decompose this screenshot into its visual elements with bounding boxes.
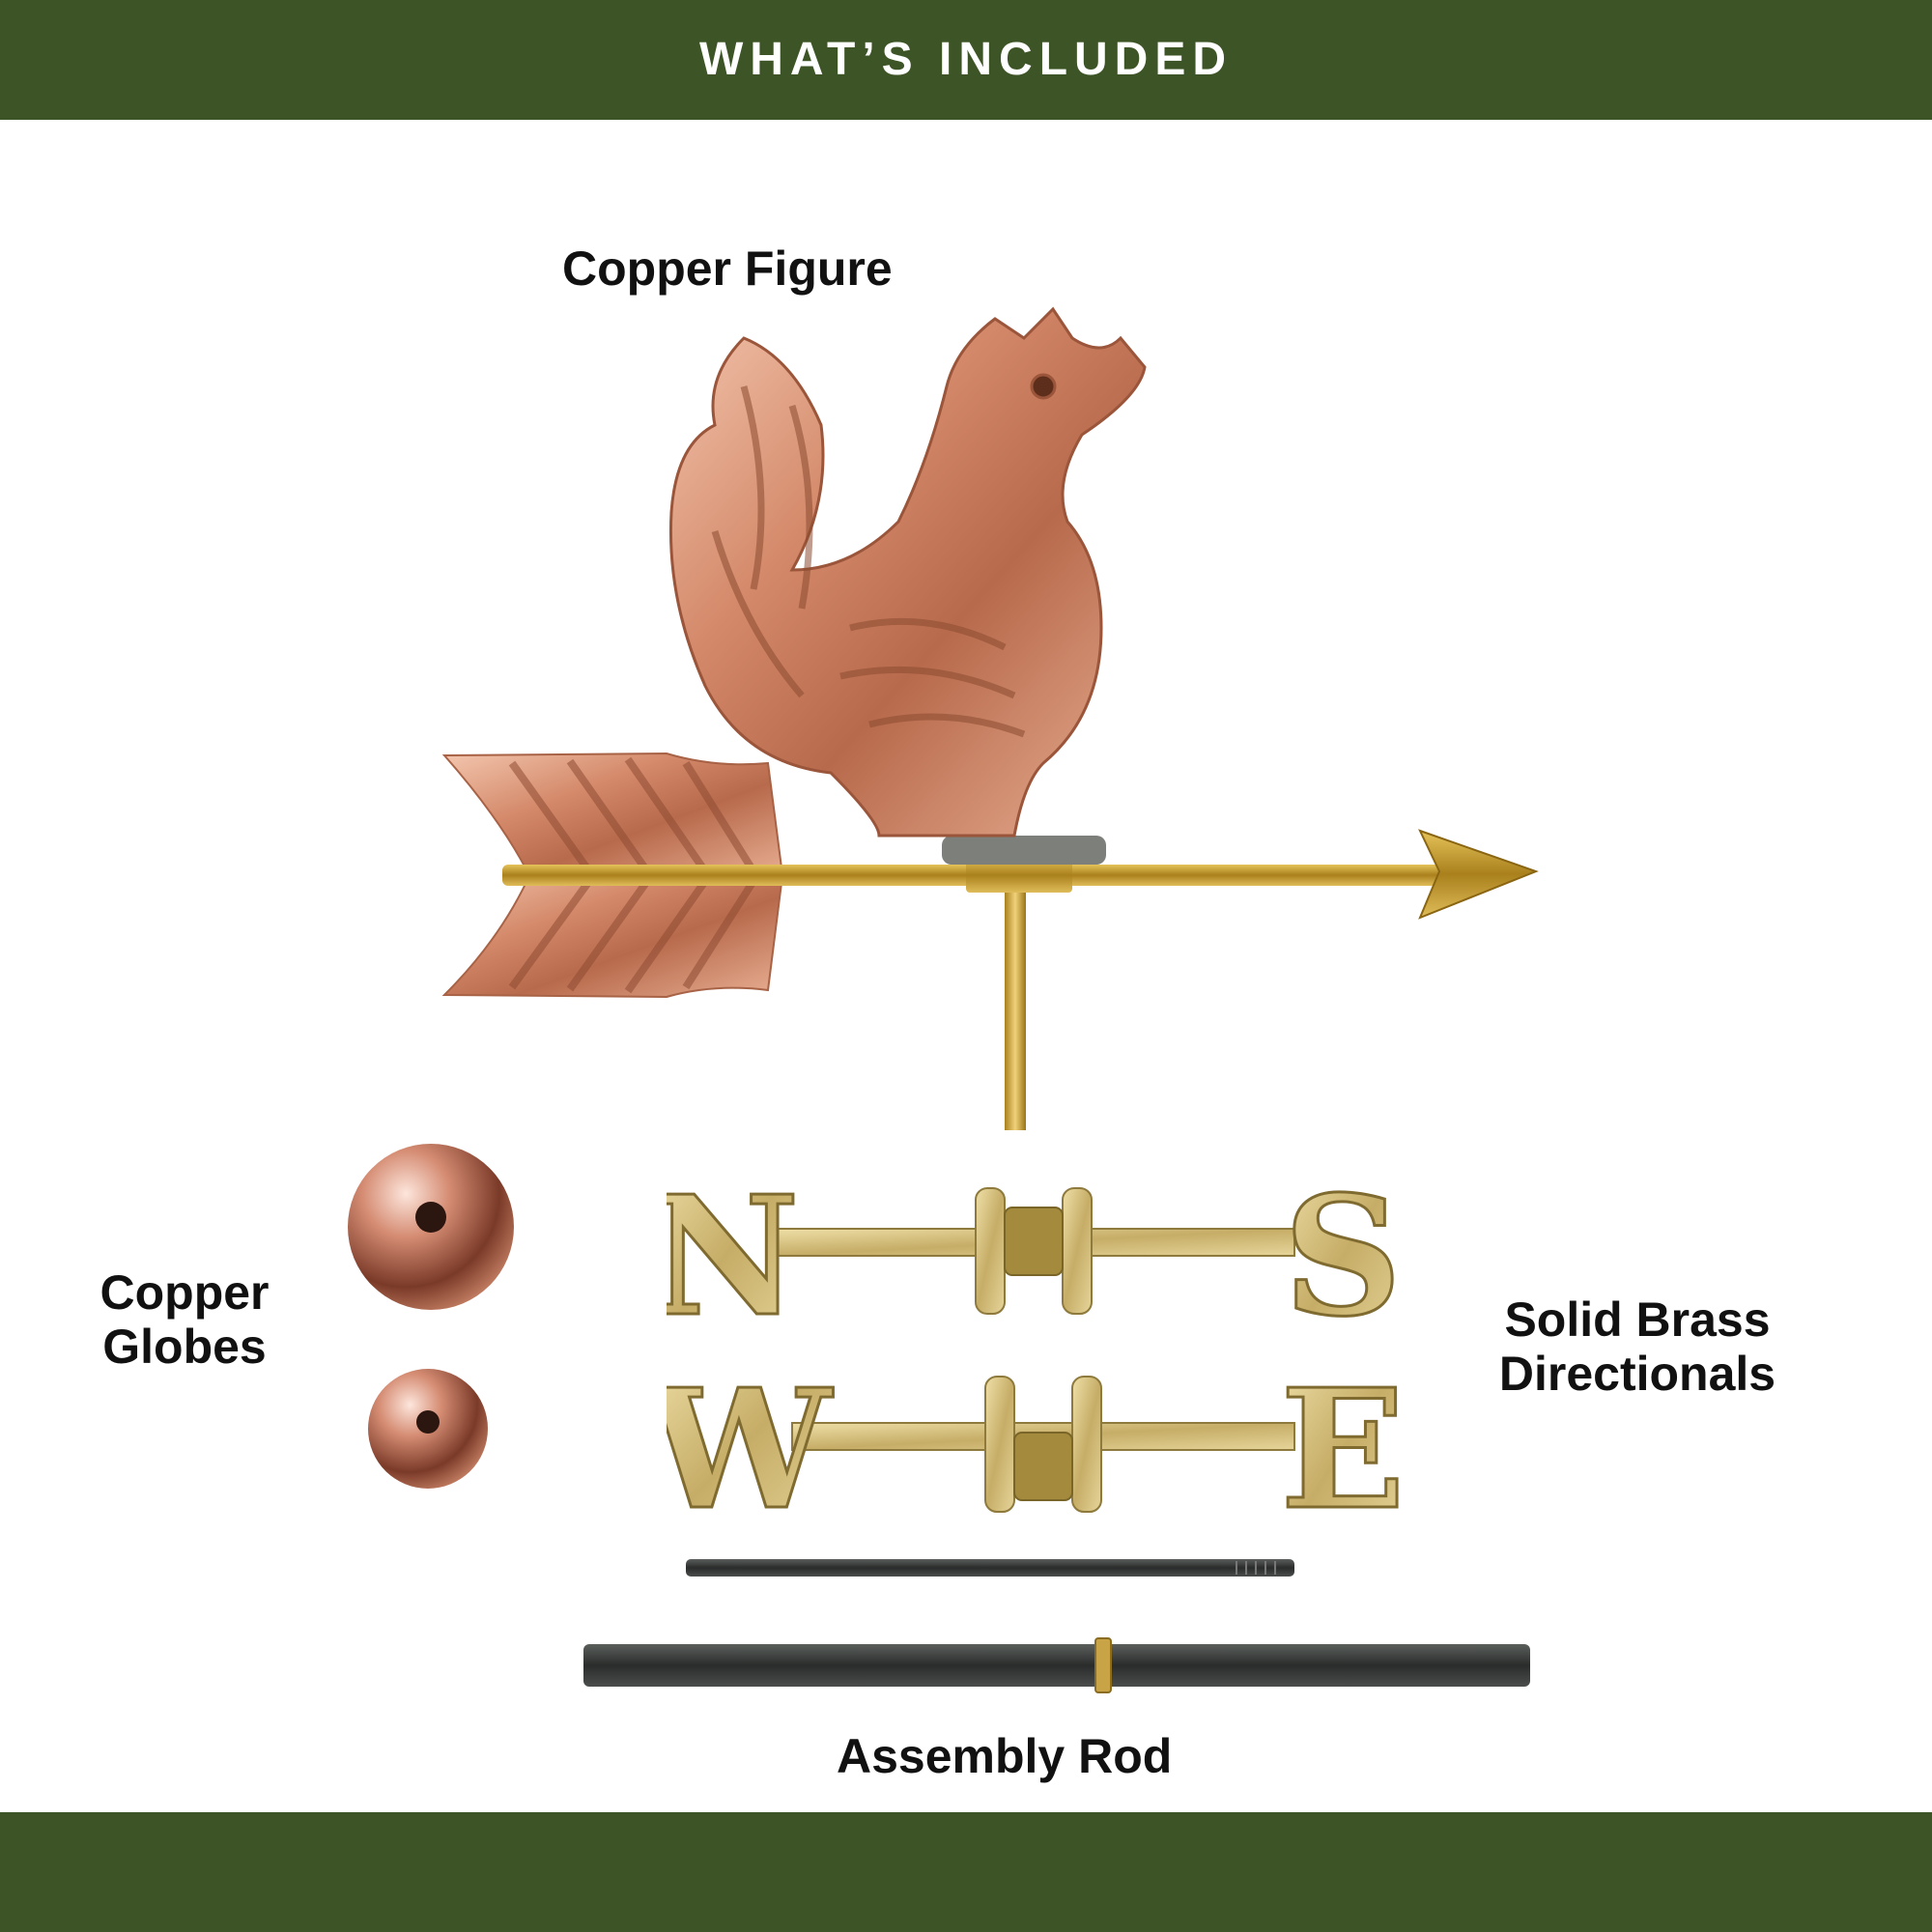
rooster-figure — [668, 306, 1147, 838]
label-assembly-rod: Assembly Rod — [837, 1729, 1173, 1783]
copper-globe-large — [348, 1144, 514, 1310]
copper-globe-small — [368, 1369, 488, 1489]
label-copper-globes-line1: Copper — [99, 1265, 270, 1320]
assembly-rod-thick — [583, 1637, 1530, 1693]
page-title: WHAT’S INCLUDED — [698, 34, 1234, 85]
label-copper-figure: Copper Figure — [562, 242, 893, 296]
label-brass-directionals: Solid Brass Directionals — [1449, 1293, 1826, 1401]
label-copper-globes-line2: Globes — [102, 1320, 267, 1374]
arrow-head — [1418, 829, 1539, 920]
direction-letter-east: E — [1280, 1357, 1401, 1531]
copper-rooster-weathervane — [441, 306, 1539, 1130]
direction-letter-south: S — [1284, 1169, 1401, 1343]
weathervane-post — [1005, 881, 1026, 1130]
label-brass-directionals-line2: Directionals — [1498, 1347, 1776, 1401]
direction-letter-west: W — [667, 1357, 834, 1531]
directional-north-south: N S — [667, 1169, 1401, 1343]
assembly-rod-thin — [686, 1559, 1294, 1577]
header-band: WHAT’S INCLUDED — [0, 0, 1932, 120]
label-brass-directionals-line1: Solid Brass — [1504, 1293, 1771, 1347]
footer-band — [0, 1812, 1932, 1932]
direction-letter-north: N — [667, 1169, 800, 1343]
directional-west-east: W E — [667, 1357, 1401, 1531]
label-copper-globes: Copper Globes — [83, 1265, 286, 1374]
